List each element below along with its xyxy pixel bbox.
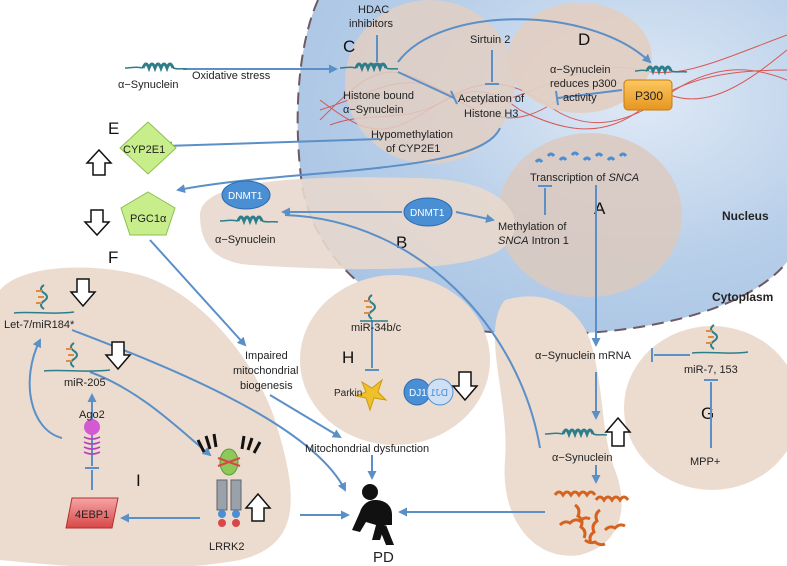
- mir7-label: miR-7, 153: [684, 364, 738, 376]
- methylation-label-2: SNCA Intron 1: [498, 235, 569, 247]
- histone-bound-label-1: Histone bound: [343, 90, 414, 102]
- p300-text-3: activity: [563, 92, 597, 104]
- nucleus-label: Nucleus: [722, 209, 769, 223]
- pgc1a-pentagon: PGC1α: [120, 191, 176, 236]
- dj1-label: DJ1: [409, 388, 427, 399]
- down-arrow-icon: [69, 278, 97, 308]
- dnmt1-synuclein: [219, 215, 279, 226]
- mir34-label: miR-34b/c: [351, 322, 402, 334]
- impaired-label-1: Impaired: [245, 350, 288, 362]
- pd-label: PD: [373, 549, 394, 566]
- lrrk2-protein: [196, 433, 262, 527]
- alpha-synuclein-protein-bottom: [544, 428, 608, 439]
- down-arrow-icon: [83, 209, 111, 237]
- cyp2e1-label: CYP2E1: [123, 144, 165, 156]
- letter-g: G: [701, 404, 714, 423]
- mito-dysfunction-label: Mitochondrial dysfunction: [305, 443, 429, 455]
- letter-c: C: [343, 37, 355, 56]
- impaired-label-3: biogenesis: [240, 380, 293, 392]
- transcription-fragments: [534, 151, 628, 163]
- alpha-synuclein-bottom-label: α−Synuclein: [552, 452, 612, 464]
- parkin-protein: Parkin: [334, 378, 388, 412]
- mpp-label: MPP+: [690, 456, 720, 468]
- up-arrow-icon: [85, 148, 113, 176]
- cyp2e1-diamond: CYP2E1: [119, 121, 177, 175]
- histone-bound-label-2: α−Synuclein: [343, 104, 403, 116]
- parkin-label: Parkin: [334, 388, 362, 399]
- ago2-protein: [83, 419, 101, 455]
- p300-text-2: reduces p300: [550, 78, 617, 90]
- acetylation-label-1: Acetylation of: [458, 93, 525, 105]
- p300-label: P300: [635, 89, 663, 103]
- lrrk2-label: LRRK2: [209, 541, 244, 553]
- up-arrow-icon: [244, 492, 272, 522]
- methylation-label-1: Methylation of: [498, 221, 567, 233]
- pd-figure-icon: [352, 484, 394, 545]
- mir7-hairpin: [691, 324, 749, 354]
- ago2-label: Ago2: [79, 409, 105, 421]
- letter-h: H: [342, 348, 354, 367]
- let7-label: Let-7/miR184*: [4, 319, 75, 331]
- hypomethylation-label-1: Hypomethylation: [371, 129, 453, 141]
- up-arrow-icon: [604, 416, 632, 447]
- p300-synuclein: [634, 65, 688, 76]
- fourebp1-label: 4EBP1: [75, 509, 109, 521]
- letter-f: F: [108, 248, 118, 267]
- dnmt1-left: DNMT1: [221, 180, 271, 210]
- letter-i: I: [136, 471, 141, 490]
- synuclein-mrna-label: α−Synuclein mRNA: [535, 350, 632, 362]
- letter-d: D: [578, 30, 590, 49]
- let7-hairpin: [13, 284, 75, 314]
- alpha-synuclein-protein-top: [124, 62, 188, 73]
- p300-text-1: α−Synuclein: [550, 64, 610, 76]
- sirtuin2-label: Sirtuin 2: [470, 34, 510, 46]
- p300-box: P300: [623, 79, 673, 111]
- fibril-aggregate: [553, 490, 630, 547]
- acetylation-label-2: Histone H3: [464, 108, 518, 120]
- dj1-mirror-label: DJ1: [430, 388, 448, 399]
- transcription-label: Transcription of SNCA: [530, 172, 639, 184]
- impaired-label-2: mitochondrial: [233, 365, 298, 377]
- dj1-dimer: DJ1 DJ1: [403, 378, 454, 406]
- hdac-label-1: HDAC: [358, 4, 389, 16]
- mir205-label: miR-205: [64, 377, 106, 389]
- letter-b: B: [396, 233, 407, 252]
- pgc1a-label: PGC1α: [130, 213, 167, 225]
- oxidative-stress-label: Oxidative stress: [192, 70, 271, 82]
- alpha-synuclein-dnmt-label: α−Synuclein: [215, 234, 275, 246]
- mir34-hairpin: [360, 294, 388, 322]
- down-arrow-icon: [451, 371, 479, 402]
- hypomethylation-label-2: of CYP2E1: [386, 143, 440, 155]
- pathway-arrows: [28, 18, 718, 523]
- alpha-synuclein-top-label: α−Synuclein: [118, 79, 178, 91]
- histone-bound-synuclein: [339, 62, 399, 73]
- fourebp1-box: 4EBP1: [65, 497, 119, 529]
- hdac-label-2: inhibitors: [349, 18, 394, 30]
- letter-e: E: [108, 119, 119, 138]
- dnmt1-left-label: DNMT1: [228, 191, 263, 202]
- mir205-hairpin: [43, 342, 111, 372]
- cytoplasm-label: Cytoplasm: [712, 290, 773, 304]
- down-arrow-icon: [104, 341, 132, 371]
- dnmt1-center: DNMT1: [403, 197, 453, 227]
- dnmt1-center-label: DNMT1: [410, 208, 445, 219]
